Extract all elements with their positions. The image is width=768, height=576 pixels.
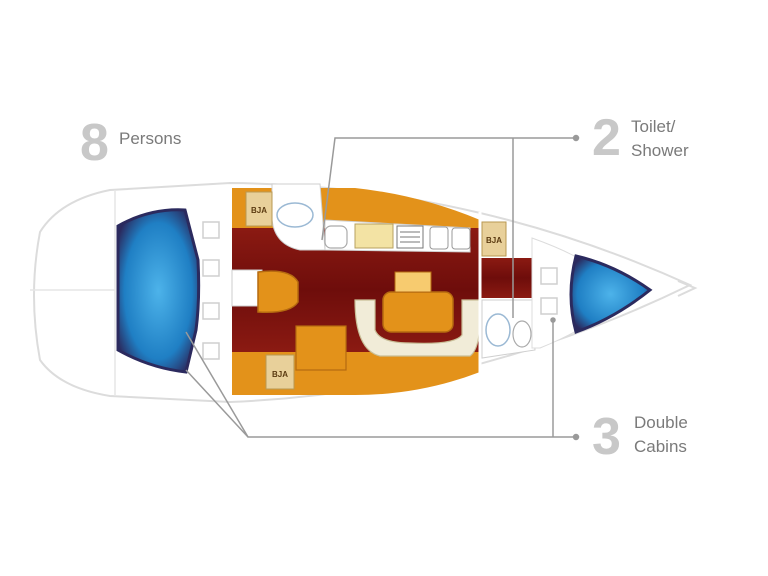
forward-lockers: [540, 267, 558, 315]
svg-text:BJA: BJA: [251, 206, 267, 215]
forward-head-toilet: [512, 320, 532, 348]
saloon-table: [382, 291, 454, 333]
nav-chair: [257, 270, 299, 314]
nav-table: [295, 325, 347, 371]
svg-text:BJA: BJA: [272, 370, 288, 379]
cabins-label-line1: Double: [634, 413, 688, 432]
toilet-label-line2: Shower: [631, 141, 689, 160]
galley-sink: [429, 226, 471, 250]
toilet-count: 2: [592, 109, 621, 167]
aft-head-toilet: [324, 225, 348, 249]
galley-burners: [396, 225, 424, 249]
stair-label-top: [245, 191, 273, 227]
persons-count: 8: [80, 114, 109, 172]
toilet-label-line1: Toilet/: [631, 117, 676, 136]
persons-label: Persons: [119, 129, 182, 148]
cabins-label-line2: Cabins: [634, 437, 687, 456]
stair-label-bottom: [265, 354, 295, 390]
stair-label-forward: [481, 221, 507, 257]
aft-lockers: [202, 221, 220, 360]
aft-cabin-bed: [116, 208, 201, 374]
callout-lines: [185, 134, 580, 441]
galley-stove: [354, 223, 394, 249]
saloon-table-top: [394, 271, 432, 293]
toilet-callout-line: [321, 137, 576, 241]
saloon-settee: [354, 299, 481, 357]
forward-cabin-bed: [569, 254, 653, 334]
aft-head-basin: [276, 202, 314, 228]
svg-text:BJA: BJA: [486, 236, 502, 245]
bow-fitting: [677, 280, 698, 297]
cabins-count: 3: [592, 408, 621, 466]
floor-forward: [480, 258, 532, 298]
forward-head-basin: [485, 313, 511, 347]
